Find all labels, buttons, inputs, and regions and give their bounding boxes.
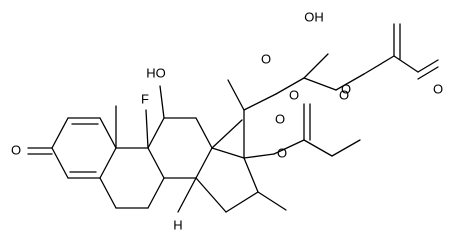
atom-ho-11: HO (146, 65, 166, 80)
atom-o-side-carbonyl: O (261, 51, 271, 66)
atom-oh-side: OH (304, 9, 324, 24)
atom-o-ring-bridge: O (289, 87, 299, 102)
atom-o-ketone: O (11, 142, 21, 157)
atom-o-c20: O (275, 111, 285, 126)
atom-o-propionate-carbonyl: O (339, 87, 349, 102)
bonds (27, 23, 439, 213)
atom-f: F (141, 91, 149, 106)
atom-o-ester-link: O (341, 81, 351, 96)
atom-h-c14: H (173, 217, 182, 232)
atom-labels: O F HO OH O O O O O O O H (11, 9, 443, 232)
atom-o-acrylate-carbonyl: O (433, 81, 443, 96)
atom-o-propionate-link: O (277, 145, 287, 160)
